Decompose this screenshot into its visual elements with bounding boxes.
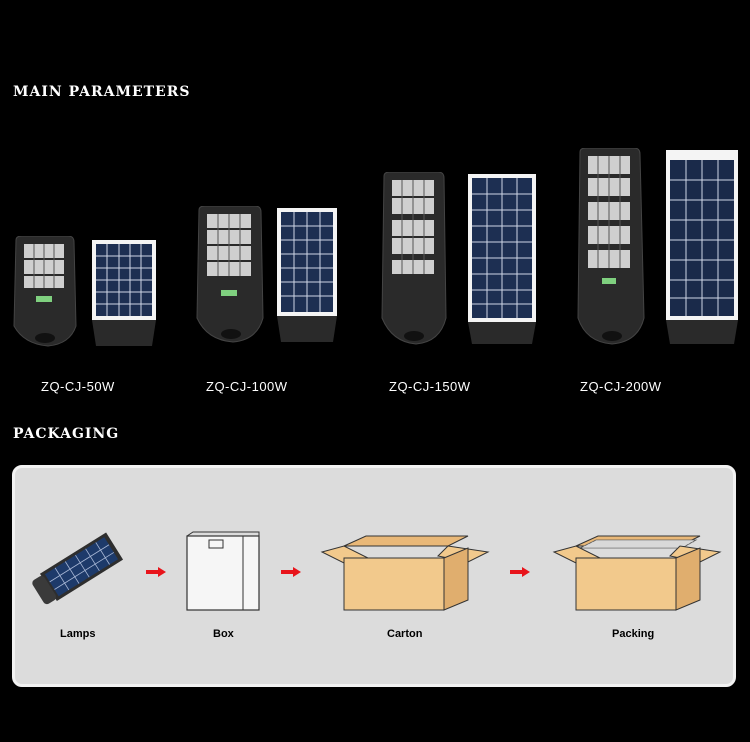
arrow-right-icon (510, 567, 530, 577)
step-label-carton: Carton (387, 628, 423, 640)
packaging-heading: PACKAGING (13, 426, 120, 442)
packed-carton-icon (552, 535, 722, 611)
product-50w (12, 235, 162, 356)
arrow-right-icon (281, 567, 301, 577)
street-light-50w-image (13, 235, 156, 347)
main-parameters-heading: MAIN PARAMETERS (13, 84, 191, 100)
step-label-packing: Packing (612, 628, 655, 640)
product-150w (380, 171, 540, 353)
solar-lamp-icon (32, 532, 124, 605)
model-label-150w: ZQ-CJ-150W (389, 379, 471, 394)
model-label-200w: ZQ-CJ-200W (580, 379, 662, 394)
arrow-right-icon (146, 567, 166, 577)
model-label-100w: ZQ-CJ-100W (206, 379, 288, 394)
product-200w (576, 147, 742, 353)
step-label-box: Box (213, 628, 234, 640)
street-light-100w-image (196, 205, 337, 343)
product-100w (195, 205, 345, 351)
street-light-200w-image (577, 147, 738, 345)
model-label-50w: ZQ-CJ-50W (41, 379, 115, 394)
carton-icon (320, 535, 490, 611)
box-icon (186, 531, 260, 611)
street-light-150w-image (381, 171, 536, 345)
step-label-lamps: Lamps (60, 628, 96, 640)
